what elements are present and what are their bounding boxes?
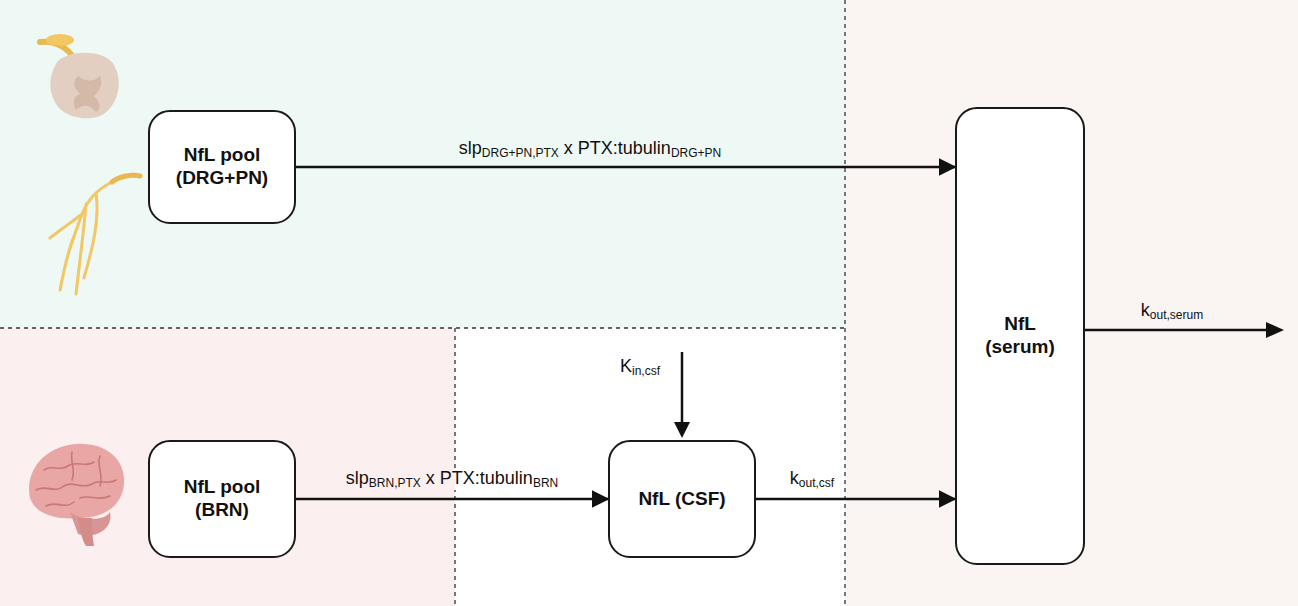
rate-label: Kin,csf: [618, 356, 662, 378]
node-label: NfL (serum): [975, 313, 1065, 359]
rate-label: slpDRG+PN,PTX x PTX:tubulinDRG+PN: [457, 138, 723, 160]
dashed-dividers: [0, 0, 845, 606]
rate-label: kout,csf: [788, 468, 836, 490]
flow-arrow: [296, 166, 955, 169]
spinal-cord-illustration: [40, 34, 140, 294]
region-serum: [845, 0, 1298, 606]
pool-box: NfL pool (DRG+PN): [148, 110, 296, 224]
brain-illustration: [29, 444, 124, 546]
flow-arrow: [756, 498, 955, 501]
pool-box: NfL pool (BRN): [148, 440, 296, 558]
serum-box: NfL (serum): [955, 107, 1085, 565]
rate-label: slpBRN,PTX x PTX:tubulinBRN: [344, 468, 560, 490]
region-peripheral: [0, 0, 845, 328]
node-label: NfL pool (DRG+PN): [166, 144, 278, 190]
compartment-box: NfL (CSF): [608, 440, 756, 558]
rate-label: kout,serum: [1139, 300, 1205, 322]
flow-arrow: [296, 498, 608, 501]
node-label: NfL (CSF): [637, 488, 727, 511]
node-label: NfL pool (BRN): [166, 476, 278, 522]
